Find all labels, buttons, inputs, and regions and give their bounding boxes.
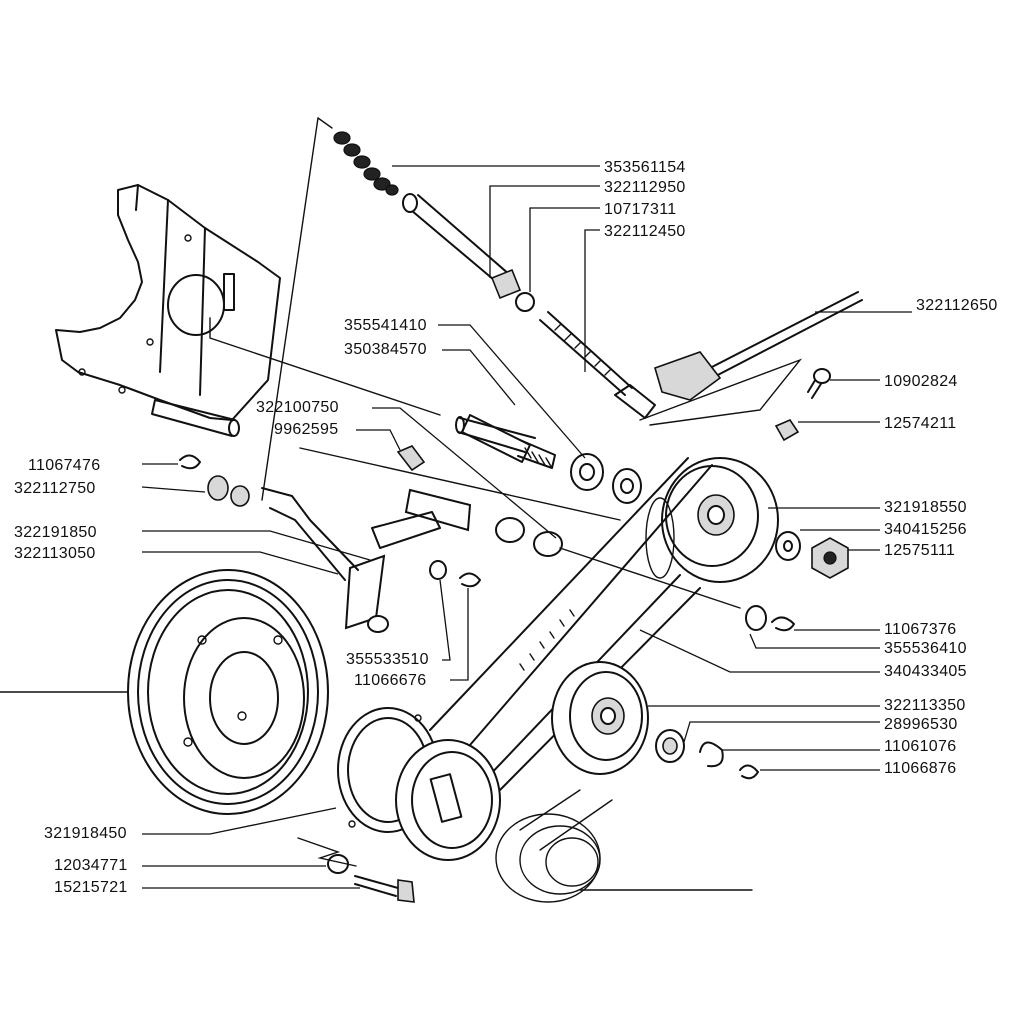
main-drive-pulley bbox=[127, 569, 329, 815]
label-353561154: 353561154 bbox=[604, 159, 686, 176]
idler-pulley-upper bbox=[645, 457, 779, 583]
upper-pulley-clips bbox=[745, 605, 795, 632]
label-12575111: 12575111 bbox=[884, 542, 955, 559]
label-11061076: 11061076 bbox=[884, 738, 956, 755]
engine-housing-bracket bbox=[55, 184, 281, 421]
label-340433405: 340433405 bbox=[884, 663, 967, 680]
label-322100750: 322100750 bbox=[256, 399, 339, 416]
crankshaft-pulley bbox=[337, 707, 501, 861]
label-340415256: 340415256 bbox=[884, 521, 967, 538]
label-322112750: 322112750 bbox=[14, 480, 96, 497]
label-355541410: 355541410 bbox=[344, 317, 427, 334]
label-12034771: 12034771 bbox=[54, 857, 128, 874]
label-322112950: 322112950 bbox=[604, 179, 686, 196]
threaded-rod bbox=[539, 311, 656, 419]
label-321918550: 321918550 bbox=[884, 499, 967, 516]
adjusting-bolt bbox=[402, 193, 535, 312]
tension-spring bbox=[333, 131, 399, 196]
v-belt bbox=[429, 457, 713, 791]
tension-bracket bbox=[261, 487, 359, 581]
arm-retainer-clips bbox=[179, 454, 481, 588]
label-10902824: 10902824 bbox=[884, 373, 958, 390]
pulley-bolt-washer bbox=[327, 854, 415, 903]
grease-nipple bbox=[396, 445, 426, 472]
label-10717311: 10717311 bbox=[604, 201, 676, 218]
lower-bearing-clips bbox=[655, 729, 759, 780]
spacer-washers bbox=[570, 453, 642, 504]
label-322112650: 322112650 bbox=[916, 297, 998, 314]
part-labels: 353561154 322112950 10717311 322112450 3… bbox=[14, 159, 998, 896]
pivot-shaft bbox=[151, 399, 556, 469]
arm-bushings bbox=[207, 475, 563, 557]
label-355533510: 355533510 bbox=[346, 651, 429, 668]
pulley-washer-nut bbox=[775, 531, 849, 579]
label-355536410: 355536410 bbox=[884, 640, 967, 657]
label-12574211: 12574211 bbox=[884, 415, 956, 432]
label-28996530: 28996530 bbox=[884, 716, 958, 733]
label-321918450: 321918450 bbox=[44, 825, 127, 842]
guide-lines bbox=[0, 117, 803, 891]
idler-pulley-lower bbox=[551, 661, 649, 775]
label-11066676: 11066676 bbox=[354, 672, 426, 689]
label-322191850: 322191850 bbox=[14, 524, 97, 541]
label-11066876: 11066876 bbox=[884, 760, 956, 777]
tension-arm bbox=[344, 488, 472, 633]
ghost-pulley bbox=[495, 789, 613, 903]
label-322113350: 322113350 bbox=[884, 697, 966, 714]
leader-lines bbox=[141, 165, 912, 889]
label-9962595: 9962595 bbox=[274, 421, 338, 438]
label-15215721: 15215721 bbox=[54, 879, 128, 896]
label-322112450: 322112450 bbox=[604, 223, 686, 240]
idler-shaft bbox=[461, 414, 553, 469]
label-11067476: 11067476 bbox=[28, 457, 100, 474]
pivot-pin-bolt bbox=[774, 368, 831, 442]
adjuster-rod bbox=[654, 291, 863, 401]
label-11067376: 11067376 bbox=[884, 621, 956, 638]
label-350384570: 350384570 bbox=[344, 341, 427, 358]
label-322113050: 322113050 bbox=[14, 545, 96, 562]
